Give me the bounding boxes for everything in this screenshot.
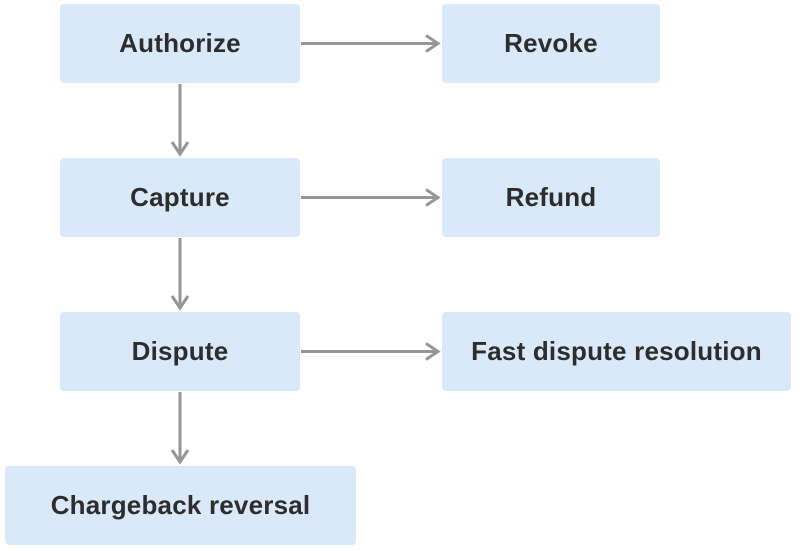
- node-capture-label: Capture: [130, 182, 230, 212]
- node-capture: Capture: [60, 158, 300, 237]
- node-chargeback-reversal: Chargeback reversal: [5, 466, 356, 545]
- node-authorize: Authorize: [60, 4, 300, 83]
- node-chargeback-reversal-label: Chargeback reversal: [50, 490, 311, 520]
- node-fast-dispute-resolution-label: Fast dispute resolution: [471, 336, 762, 366]
- node-revoke: Revoke: [442, 4, 660, 83]
- node-authorize-label: Authorize: [119, 28, 241, 58]
- node-fast-dispute-resolution: Fast dispute resolution: [442, 312, 791, 391]
- node-refund-label: Refund: [505, 182, 597, 212]
- node-refund: Refund: [442, 158, 660, 237]
- node-revoke-label: Revoke: [504, 28, 598, 58]
- node-dispute: Dispute: [60, 312, 300, 391]
- node-dispute-label: Dispute: [131, 336, 229, 366]
